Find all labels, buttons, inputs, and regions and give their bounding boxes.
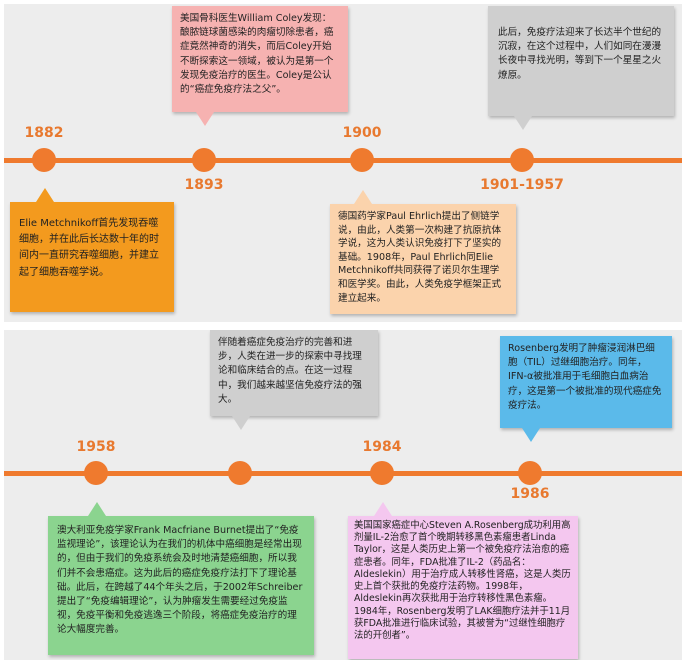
event-box-1893: 美国骨科医生William Coley发现：酿脓链球菌感染的肉瘤切除患者，癌症竟… — [172, 6, 348, 126]
timeline-line — [4, 471, 682, 476]
timeline-dot-1900 — [350, 148, 374, 172]
year-label-1958: 1958 — [76, 439, 116, 455]
timeline-dot-1958-1984 — [228, 461, 252, 485]
event-text-1984: 美国国家癌症中心Steven A.Rosenberg成功利用高剂量IL-2治愈了… — [354, 520, 571, 641]
timeline-dot-1893 — [192, 148, 216, 172]
event-text-1882: Elie Metchnikoff首先发现吞噬细胞，并在此后长达数十年的时间内一直… — [19, 218, 159, 278]
year-label-1984: 1984 — [362, 439, 402, 455]
timeline-dot-1958 — [84, 461, 108, 485]
event-text-1893: 美国骨科医生William Coley发现：酿脓链球菌感染的肉瘤切除患者，癌症竟… — [180, 13, 334, 95]
event-box-1900: 德国药学家Paul Ehrlich提出了侧链学说，由此，人类第一次构建了抗原抗体… — [330, 190, 516, 314]
event-box-1984: 美国国家癌症中心Steven A.Rosenberg成功利用高剂量IL-2治愈了… — [348, 502, 578, 659]
timeline-dot-1901-1957 — [510, 148, 534, 172]
timeline-dot-1984 — [370, 461, 394, 485]
event-text-theory-progress: 伴随着癌症免疫治疗的完善和进步，人类在进一步的探索中寻找理论和临床结合的点。在这… — [218, 337, 362, 405]
event-box-1901-1957: 此后，免疫疗法迎来了长达半个世纪的沉寂，在这个过程中，人们如同在漫漫长夜中寻找光… — [488, 6, 674, 130]
year-label-1986: 1986 — [510, 486, 550, 502]
event-box-theory-progress: 伴随着癌症免疫治疗的完善和进步，人类在进一步的探索中寻找理论和临床结合的点。在这… — [210, 330, 378, 430]
event-text-1986: Rosenberg发明了肿瘤浸润淋巴细胞（TIL）过继细胞治疗。同年，IFN-α… — [508, 343, 662, 411]
timeline-line — [4, 158, 682, 163]
timeline-dot-1882 — [32, 148, 56, 172]
timeline-dot-1986 — [518, 461, 542, 485]
timeline-panel-top: 1882 1893 1900 1901-1957 Elie Metchnikof… — [4, 4, 682, 322]
timeline-panel-bottom: 1958 1984 1986 澳大利亚免疫学家Frank Macfriane B… — [4, 330, 682, 660]
event-text-1901-1957: 此后，免疫疗法迎来了长达半个世纪的沉寂，在这个过程中，人们如同在漫漫长夜中寻找光… — [498, 27, 662, 81]
year-label-1901-1957: 1901-1957 — [480, 177, 564, 193]
event-box-1882: Elie Metchnikoff首先发现吞噬细胞，并在此后长达数十年的时间内一直… — [10, 188, 174, 312]
event-text-1958: 澳大利亚免疫学家Frank Macfriane Burnet提出了“免疫监视理论… — [57, 525, 303, 636]
event-box-1986: Rosenberg发明了肿瘤浸润淋巴细胞（TIL）过继细胞治疗。同年，IFN-α… — [500, 336, 672, 442]
event-text-1900: 德国药学家Paul Ehrlich提出了侧链学说，由此，人类第一次构建了抗原抗体… — [338, 211, 502, 304]
year-label-1882: 1882 — [24, 125, 64, 141]
year-label-1893: 1893 — [184, 177, 224, 193]
event-box-1958: 澳大利亚免疫学家Frank Macfriane Burnet提出了“免疫监视理论… — [48, 502, 314, 655]
year-label-1900: 1900 — [342, 125, 382, 141]
